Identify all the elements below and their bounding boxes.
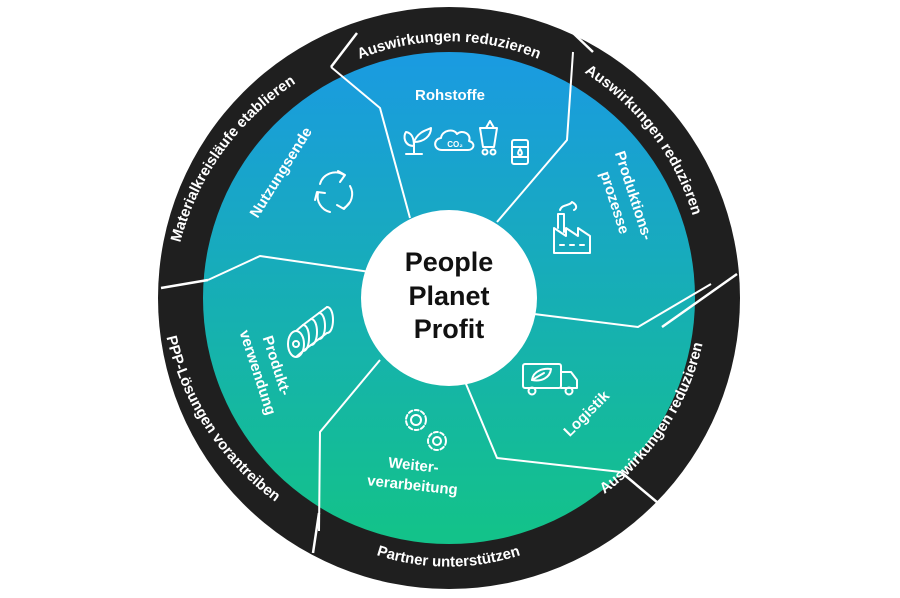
ring-separators (160, 32, 738, 554)
center-line-planet: Planet (408, 281, 489, 311)
factory-icon (553, 201, 591, 254)
segment-dividers (207, 51, 712, 532)
center-line-profit: Profit (414, 314, 485, 344)
plant-icon (403, 127, 432, 155)
segment-label-raw-materials: Rohstoffe (415, 87, 485, 104)
coil-rolls-icon (287, 306, 334, 358)
segment-raw-materials: Rohstoffe CO₂ (403, 87, 529, 165)
center-circle (361, 210, 537, 386)
center-line-people: People (405, 247, 494, 277)
segment-label-processing-line1: Weiter- (387, 454, 439, 476)
truck-icon (522, 363, 578, 396)
raw-materials-icons: CO₂ (403, 120, 529, 165)
co2-cloud-icon: CO₂ (434, 129, 475, 151)
recycle-icon (314, 170, 354, 213)
oil-barrel-icon (511, 139, 529, 165)
mining-cart-icon (479, 120, 498, 156)
co2-label: CO₂ (447, 140, 463, 149)
gears-icon (405, 409, 447, 451)
